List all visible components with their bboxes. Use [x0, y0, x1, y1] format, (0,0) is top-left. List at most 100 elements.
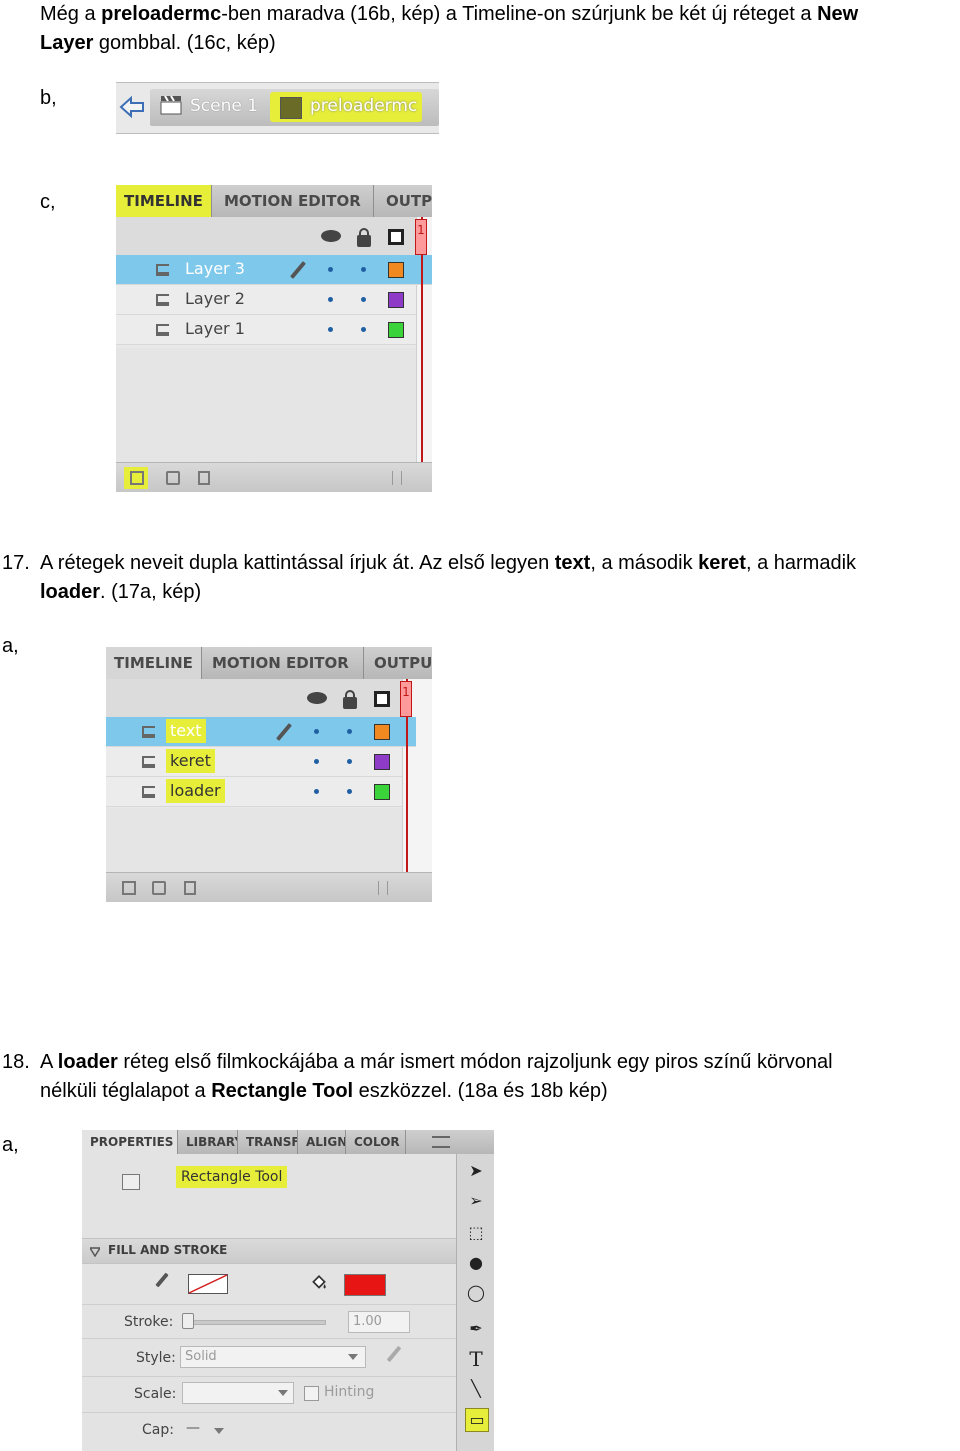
selection-tool-icon[interactable]: ➤ — [469, 1161, 483, 1180]
tab-color[interactable]: COLOR — [346, 1130, 406, 1154]
playhead-line[interactable] — [421, 217, 423, 492]
text-tool-icon[interactable]: T — [469, 1347, 483, 1371]
style-dropdown[interactable]: Solid — [180, 1346, 366, 1368]
folder-icon[interactable] — [152, 881, 166, 895]
visibility-dot[interactable] — [328, 327, 333, 332]
tab-output[interactable]: OUTPU — [374, 654, 432, 672]
tab-align[interactable]: ALIGN — [298, 1130, 346, 1154]
lock-dot[interactable] — [361, 267, 366, 272]
lock-dot[interactable] — [347, 789, 352, 794]
empty-layer-area — [106, 808, 402, 872]
layer-name[interactable]: Layer 2 — [185, 289, 245, 308]
tab-output[interactable]: OUTP — [386, 192, 432, 210]
lock-dot[interactable] — [361, 297, 366, 302]
hinting-checkbox[interactable] — [304, 1386, 319, 1401]
lock-dot[interactable] — [347, 759, 352, 764]
stroke-color-swatch[interactable] — [188, 1274, 228, 1294]
layer-icon — [156, 324, 169, 336]
tab-library[interactable]: LIBRARY — [178, 1130, 238, 1154]
layer-color-swatch[interactable] — [374, 784, 390, 800]
symbol-crumb[interactable]: preloadermc — [270, 92, 422, 122]
eye-icon[interactable] — [307, 692, 327, 704]
layer-row[interactable]: text — [106, 717, 416, 747]
layer-name[interactable]: text — [166, 719, 206, 743]
scrollbar-grip[interactable] — [392, 471, 402, 485]
bold-text: New — [817, 3, 859, 25]
new-layer-icon-glyph — [130, 471, 144, 485]
properties-tabs: PROPERTIES LIBRARY TRANSF ALIGN COLOR — [82, 1130, 494, 1154]
layer-icon — [156, 294, 169, 306]
outline-icon[interactable] — [388, 229, 404, 245]
tab-timeline[interactable]: TIMELINE — [106, 647, 202, 679]
stroke-value-input[interactable]: 1.00 — [348, 1311, 410, 1333]
layer-color-swatch[interactable] — [374, 754, 390, 770]
subselection-tool-icon[interactable]: ➢ — [469, 1191, 483, 1210]
new-layer-icon[interactable] — [122, 881, 136, 895]
layer-color-swatch[interactable] — [388, 262, 404, 278]
visibility-dot[interactable] — [314, 789, 319, 794]
symbol-crumb-label: preloadermc — [310, 96, 418, 116]
timeline-header — [106, 679, 432, 717]
tab-motion-editor[interactable]: MOTION EDITOR — [204, 647, 364, 679]
paragraph-17-line1: A rétegek neveit dupla kattintással írju… — [40, 549, 856, 578]
back-arrow-icon[interactable] — [118, 93, 146, 121]
tab-motion-editor[interactable]: MOTION EDITOR — [216, 185, 374, 217]
panel-menu-icon[interactable] — [432, 1136, 450, 1148]
layer-name[interactable]: keret — [166, 749, 215, 773]
playhead-line[interactable] — [406, 679, 408, 902]
bold-text: preloadermc — [101, 3, 222, 25]
layer-name[interactable]: Layer 1 — [185, 319, 245, 338]
line-tool-icon[interactable]: ╲ — [471, 1379, 481, 1398]
layer-color-swatch[interactable] — [388, 322, 404, 338]
collapse-triangle-icon[interactable] — [90, 1247, 100, 1257]
edit-stroke-style-icon[interactable] — [386, 1345, 402, 1363]
lock-icon[interactable] — [343, 690, 357, 709]
lock-icon[interactable] — [357, 228, 371, 247]
folder-icon[interactable] — [166, 471, 180, 485]
bold-text: Layer — [40, 32, 94, 54]
outline-icon[interactable] — [374, 691, 390, 707]
stroke-slider-track[interactable] — [184, 1320, 326, 1325]
layer-row[interactable]: loader — [106, 777, 402, 807]
visibility-dot[interactable] — [328, 267, 333, 272]
lasso-tool-icon[interactable]: ◯ — [467, 1283, 485, 1302]
stroke-slider-thumb[interactable] — [182, 1313, 194, 1329]
trash-icon[interactable] — [198, 471, 210, 485]
scrollbar-grip[interactable] — [378, 881, 388, 895]
eye-icon[interactable] — [321, 230, 341, 242]
text: eszközzel. (18a és 18b kép) — [353, 1080, 608, 1102]
layer-row[interactable]: keret — [106, 747, 402, 777]
layer-row[interactable]: Layer 2 — [116, 285, 416, 315]
free-transform-tool-icon[interactable]: ⬚ — [468, 1223, 484, 1242]
layer-name[interactable]: Layer 3 — [185, 259, 245, 278]
layer-color-swatch[interactable] — [374, 724, 390, 740]
layer-color-swatch[interactable] — [388, 292, 404, 308]
layer-row[interactable]: Layer 1 — [116, 315, 416, 345]
layer-name[interactable]: loader — [166, 779, 225, 803]
layer-row[interactable]: Layer 3 — [116, 255, 432, 285]
fill-color-swatch[interactable] — [344, 1274, 386, 1296]
tab-transform[interactable]: TRANSF — [238, 1130, 298, 1154]
tab-timeline[interactable]: TIMELINE — [116, 185, 212, 217]
visibility-dot[interactable] — [314, 729, 319, 734]
visibility-dot[interactable] — [328, 297, 333, 302]
scene-link[interactable]: Scene 1 — [190, 96, 259, 116]
tab-properties[interactable]: PROPERTIES — [82, 1130, 178, 1154]
trash-icon[interactable] — [184, 881, 196, 895]
lock-dot[interactable] — [347, 729, 352, 734]
movieclip-icon — [280, 97, 302, 119]
paragraph-18-line1: A loader réteg első filmkockájába a már … — [40, 1048, 833, 1077]
visibility-dot[interactable] — [314, 759, 319, 764]
text: réteg első filmkockájába a már ismert mó… — [117, 1051, 833, 1073]
fill-and-stroke-section[interactable]: FILL AND STROKE — [82, 1238, 456, 1264]
playhead-frame[interactable]: 1 — [415, 219, 427, 255]
pen-tool-icon[interactable]: ✒ — [469, 1319, 483, 1338]
lock-dot[interactable] — [361, 327, 366, 332]
rectangle-tool-button[interactable]: ▭ — [465, 1408, 489, 1432]
scale-dropdown[interactable] — [182, 1382, 294, 1404]
cap-dropdown[interactable]: — — [186, 1420, 200, 1436]
separator — [82, 1376, 456, 1377]
chevron-down-icon — [278, 1390, 288, 1396]
playhead-frame[interactable]: 1 — [400, 681, 412, 717]
3d-rotation-tool-icon[interactable]: ● — [469, 1253, 483, 1272]
